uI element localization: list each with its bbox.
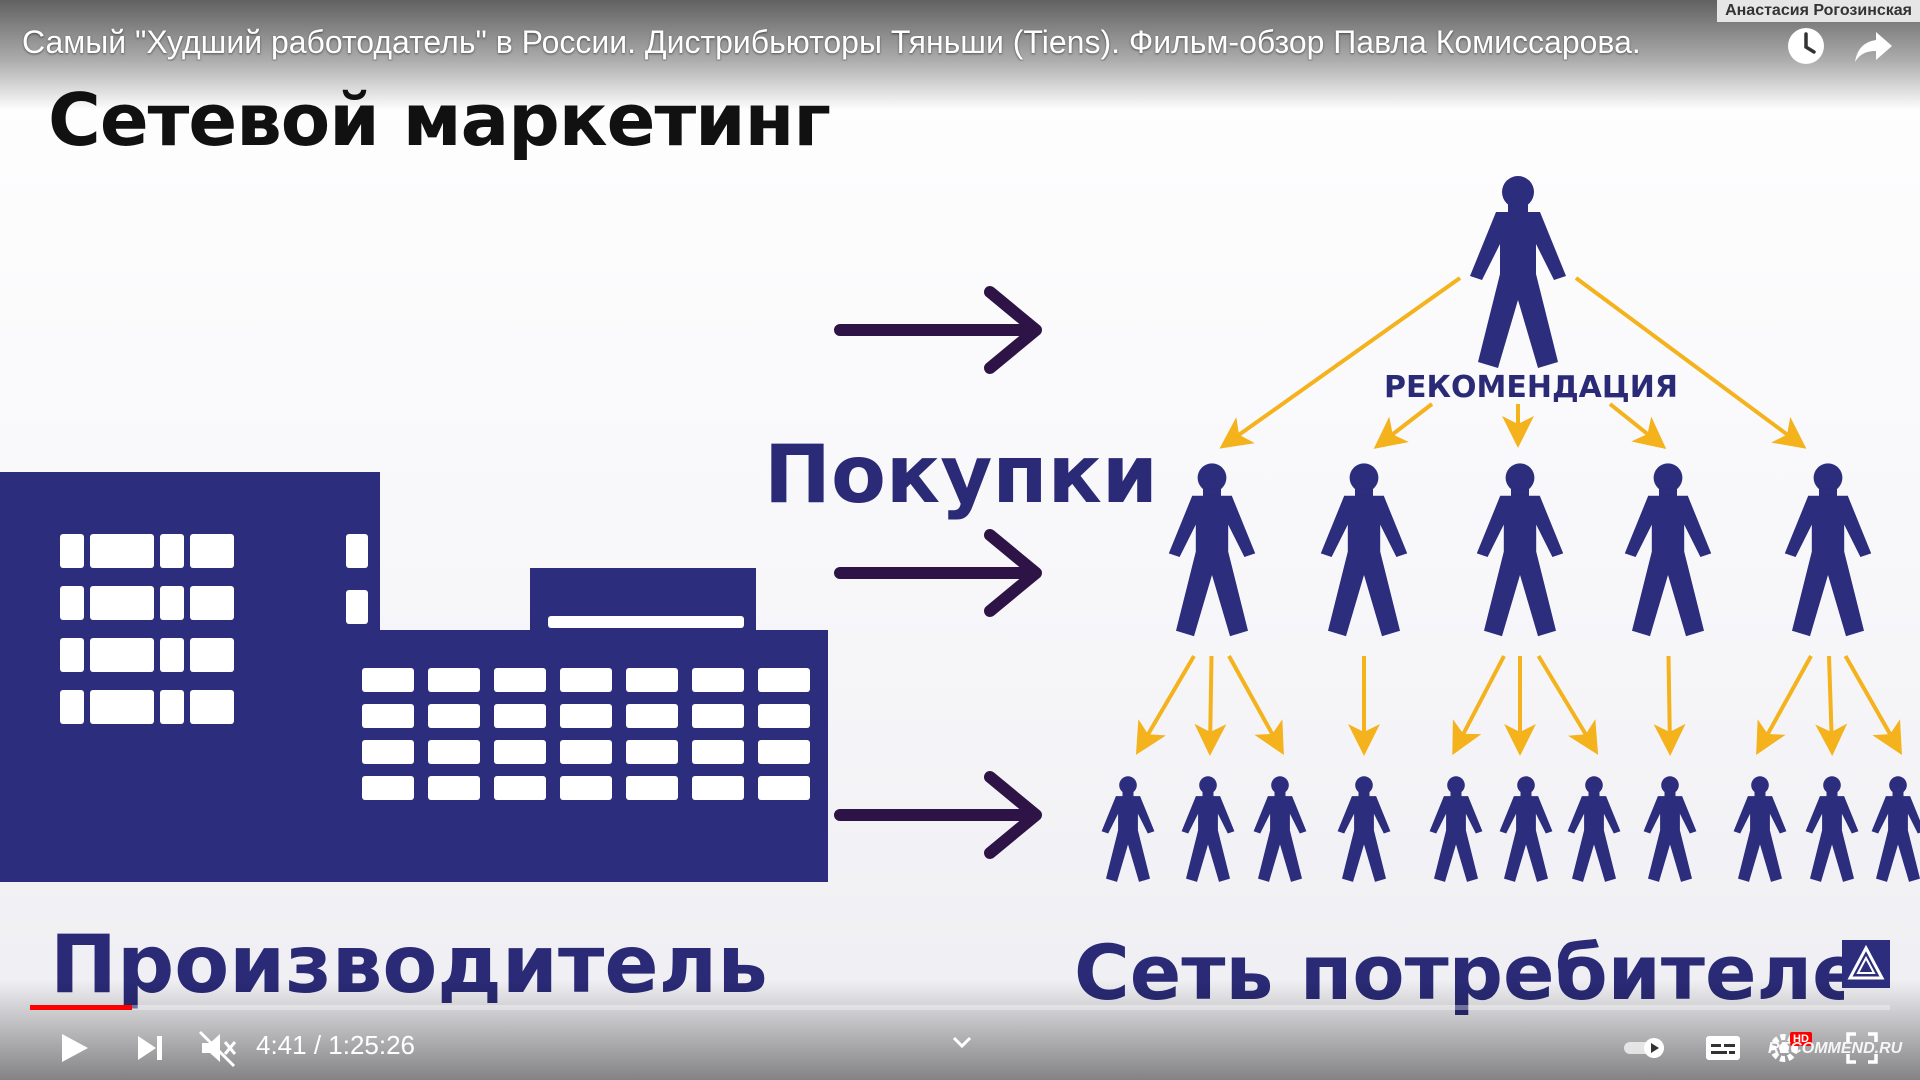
watermark-text: RECOMMEND.RU [1768, 1040, 1903, 1057]
gear-icon[interactable] [1762, 1026, 1806, 1070]
person-middle-icon [1320, 463, 1408, 637]
person-bottom-icon [1429, 776, 1483, 882]
factory-building-icon [0, 472, 828, 882]
person-bottom-icon [1181, 776, 1235, 882]
person-bottom-icon [1871, 776, 1920, 882]
clock-icon[interactable] [1784, 24, 1828, 68]
person-middle-icon [1476, 463, 1564, 637]
share-arrow-icon[interactable] [1852, 24, 1896, 68]
skip-next-icon[interactable] [130, 1026, 170, 1070]
progress-played [30, 1005, 132, 1010]
person-bottom-icon [1567, 776, 1621, 882]
chevron-down-icon[interactable] [948, 1028, 976, 1056]
person-middle-icon [1168, 463, 1256, 637]
person-top-icon [1470, 176, 1566, 368]
arrow-to-middle-icon [834, 529, 1042, 617]
recommendation-arrows [1135, 276, 1902, 756]
play-icon[interactable] [54, 1026, 94, 1070]
top-overlay [0, 0, 1920, 110]
autoplay-toggle-icon[interactable] [1622, 1026, 1670, 1070]
person-middle-icon [1624, 463, 1712, 637]
progress-bar[interactable] [30, 1005, 1890, 1010]
purchases-label: Покупки [764, 428, 1158, 521]
consumer-network-label: Сеть потребителей [1074, 928, 1844, 1017]
channel-logo-icon[interactable] [1842, 940, 1890, 988]
person-middle-icon [1784, 463, 1872, 637]
recommendation-label: РЕКОМЕНДАЦИЯ [1384, 370, 1678, 405]
person-bottom-icon [1805, 776, 1859, 882]
people-network [1101, 176, 1920, 882]
producer-label: Производитель [50, 918, 768, 1011]
person-bottom-icon [1101, 776, 1155, 882]
person-bottom-icon [1337, 776, 1391, 882]
person-bottom-icon [1733, 776, 1787, 882]
controls-overlay [0, 980, 1920, 1080]
video-title[interactable]: Самый "Худший работодатель" в России. Ди… [22, 24, 1641, 60]
arrow-to-bottom-icon [834, 771, 1042, 859]
person-bottom-icon [1643, 776, 1697, 882]
fullscreen-icon[interactable] [1840, 1026, 1884, 1070]
time-display: 4:41 / 1:25:26 [256, 1030, 416, 1060]
subtitles-icon[interactable] [1702, 1026, 1746, 1070]
volume-muted-icon[interactable] [196, 1026, 240, 1070]
hd-badge: HD [1790, 1032, 1812, 1046]
channel-tag: Анастасия Рогозинская [1717, 0, 1920, 22]
arrow-to-top-icon [834, 286, 1042, 374]
person-bottom-icon [1253, 776, 1307, 882]
person-bottom-icon [1499, 776, 1553, 882]
purchase-arrows [834, 286, 1042, 859]
